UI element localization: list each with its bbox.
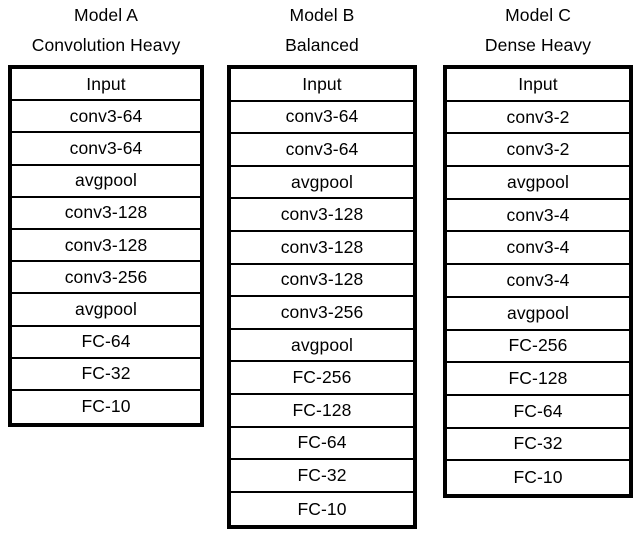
model-c-header: Model C Dense Heavy <box>443 0 633 54</box>
layer-row: conv3-256 <box>12 262 200 295</box>
layer-row: conv3-64 <box>231 101 413 135</box>
layer-row: conv3-4 <box>447 199 629 233</box>
layer-row: FC-10 <box>447 461 629 494</box>
layer-row: conv3-128 <box>231 231 413 265</box>
layer-row: conv3-2 <box>447 134 629 168</box>
layer-row: FC-32 <box>231 460 413 493</box>
layer-row-input: Input <box>231 69 413 102</box>
layer-row-input: Input <box>447 69 629 102</box>
layer-row: conv3-128 <box>12 197 200 230</box>
model-c-title: Model C <box>505 5 571 25</box>
layer-row: FC-256 <box>447 330 629 364</box>
layer-row: FC-64 <box>12 326 200 359</box>
layer-row: conv3-4 <box>447 265 629 298</box>
layer-row: FC-10 <box>12 390 200 424</box>
model-b-subtitle: Balanced <box>285 34 359 55</box>
layer-row: conv3-128 <box>231 264 413 298</box>
layer-row: avgpool <box>447 297 629 331</box>
layer-row: FC-32 <box>447 428 629 462</box>
layer-row: conv3-2 <box>447 101 629 135</box>
layer-row: conv3-64 <box>12 101 200 134</box>
model-a-header: Model A Convolution Heavy <box>8 0 204 54</box>
layer-row: conv3-128 <box>231 199 413 232</box>
layer-row: conv3-64 <box>12 133 200 166</box>
layer-row: FC-64 <box>447 395 629 429</box>
layer-row: conv3-64 <box>231 134 413 167</box>
layer-row: FC-256 <box>231 362 413 395</box>
layer-row: avgpool <box>231 166 413 200</box>
model-c-subtitle: Dense Heavy <box>484 34 592 55</box>
layer-row-input: Input <box>12 69 200 102</box>
layer-row: avgpool <box>231 329 413 363</box>
layer-row: avgpool <box>12 294 200 327</box>
layer-row: conv3-4 <box>447 232 629 266</box>
layer-row: FC-64 <box>231 427 413 461</box>
model-b-header: Model B Balanced <box>227 0 417 54</box>
layer-row: conv3-256 <box>231 297 413 330</box>
model-b-title: Model B <box>289 5 355 25</box>
layer-row: FC-10 <box>231 492 413 526</box>
layer-row: conv3-128 <box>12 229 200 263</box>
layer-row: FC-32 <box>12 358 200 391</box>
model-a-title: Model A <box>74 5 138 25</box>
layer-row: FC-128 <box>447 363 629 396</box>
model-a-subtitle: Convolution Heavy <box>31 34 181 55</box>
layer-row: FC-128 <box>231 394 413 428</box>
layer-row: avgpool <box>12 165 200 198</box>
layer-row: avgpool <box>447 167 629 200</box>
